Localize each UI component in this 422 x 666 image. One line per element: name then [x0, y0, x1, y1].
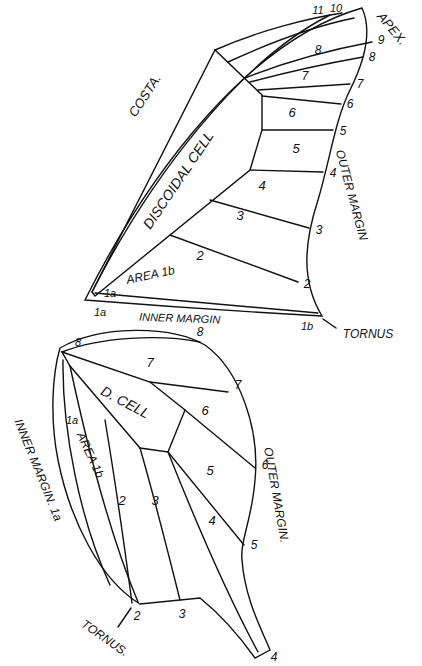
area-number: 4: [271, 651, 278, 663]
area-number: 5: [292, 142, 299, 155]
area-number: 8: [315, 44, 322, 56]
area-number: 9: [378, 34, 385, 46]
part-label: COSTA.: [127, 72, 164, 119]
area-number: 7: [357, 78, 364, 90]
area-number: 7: [302, 70, 309, 82]
area-number: 11: [312, 5, 323, 16]
area-number: 1a: [66, 415, 78, 426]
area-number: 3: [151, 494, 158, 507]
area-number: 3: [179, 608, 186, 620]
part-label: TORNUS: [343, 328, 393, 340]
area-number: 4: [258, 179, 265, 192]
area-number: 4: [208, 514, 215, 527]
area-number: 3: [316, 224, 323, 236]
area-number: 5: [340, 125, 347, 137]
area-number: 7: [146, 356, 153, 369]
area-number: 8: [369, 51, 376, 63]
part-label: INNER MARGIN: [139, 311, 221, 325]
cell-label: D. CELL: [98, 383, 151, 420]
area-number: 6: [288, 106, 295, 119]
part-label: OUTER MARGIN: [334, 148, 370, 241]
area-number: 2: [304, 278, 311, 290]
area-number: 7: [235, 379, 242, 391]
area-number: 1a: [104, 288, 116, 299]
area-number: 2: [134, 610, 141, 622]
area-number: 8: [197, 326, 204, 338]
area-number: 6: [201, 404, 208, 417]
area-number: 1b: [301, 321, 313, 332]
part-label: TORNUS.: [80, 618, 131, 659]
area-number: 10: [330, 3, 342, 14]
area-number: 6: [347, 98, 354, 110]
area-number: 5: [251, 539, 258, 551]
area-number: 2: [118, 494, 125, 507]
area-number: 1a: [94, 307, 106, 318]
part-label: INNER MARGIN. 1a: [12, 417, 64, 522]
part-label: AREA 1b: [74, 430, 106, 479]
part-label: OUTER MARGIN.: [262, 446, 291, 543]
part-label: AREA 1b: [125, 264, 175, 286]
area-number: 2: [196, 249, 203, 262]
area-number: 4: [330, 167, 337, 179]
area-number: 5: [206, 464, 213, 477]
area-number: 8: [75, 337, 81, 348]
cell-label: DISCOIDAL CELL: [140, 129, 215, 231]
cell-region: DISCOIDAL CELL: [86, 46, 268, 300]
area-number: 3: [236, 209, 243, 222]
